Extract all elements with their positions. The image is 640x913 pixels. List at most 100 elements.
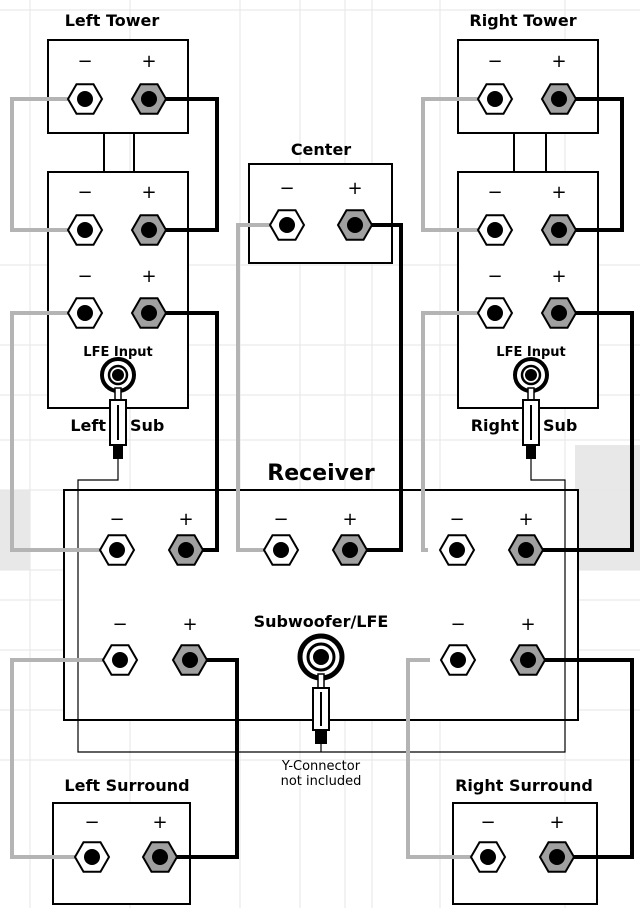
- right-lfe-input-jack: [513, 357, 549, 393]
- right-tower-top-terminals: −+: [476, 51, 578, 115]
- labels: Left Tower Right Tower Center LFE Input …: [64, 11, 592, 795]
- center-label: Center: [291, 140, 351, 159]
- receiver-label: Receiver: [267, 461, 375, 486]
- plus-sign: +: [141, 182, 156, 203]
- minus-sign: −: [77, 182, 92, 203]
- negative-terminal: [73, 841, 111, 873]
- negative-terminal: [469, 841, 507, 873]
- right-surround-label: Right Surround: [455, 776, 593, 795]
- plus-sign: +: [549, 812, 564, 833]
- right-sub-label-right: Sub: [543, 416, 577, 435]
- positive-terminal: [507, 534, 545, 566]
- minus-sign: −: [487, 182, 502, 203]
- minus-sign: −: [487, 51, 502, 72]
- positive-terminal: [540, 83, 578, 115]
- minus-sign: −: [487, 266, 502, 287]
- right-sub-plug: [522, 387, 540, 459]
- left-tower-bottom-1-terminals: −+: [66, 182, 168, 246]
- receiver-front-left-terminals: −+: [98, 509, 205, 566]
- plus-sign: +: [551, 182, 566, 203]
- negative-terminal: [476, 214, 514, 246]
- center-speaker-box: [248, 163, 393, 264]
- y-connector-note: not included: [281, 774, 362, 789]
- left-sub-plug: [109, 387, 127, 459]
- negative-terminal: [476, 297, 514, 329]
- y-connector-label: Y-Connector: [281, 759, 361, 774]
- positive-terminal: [540, 214, 578, 246]
- positive-terminal: [171, 644, 209, 676]
- plus-sign: +: [141, 266, 156, 287]
- minus-sign: −: [450, 614, 465, 635]
- negative-wires: [10, 97, 478, 859]
- right-tower-label: Right Tower: [469, 11, 576, 30]
- negative-terminal: [262, 534, 300, 566]
- positive-terminal: [331, 534, 369, 566]
- positive-terminal: [336, 209, 374, 241]
- tower-connectors: [103, 133, 547, 172]
- positive-terminal: [509, 644, 547, 676]
- minus-sign: −: [77, 51, 92, 72]
- minus-sign: −: [84, 812, 99, 833]
- receiver-surround-right-terminals: −+: [439, 614, 547, 676]
- plus-sign: +: [551, 266, 566, 287]
- negative-terminal: [476, 83, 514, 115]
- minus-sign: −: [279, 178, 294, 199]
- negative-terminal: [268, 209, 306, 241]
- positive-terminal: [167, 534, 205, 566]
- left-surround-terminals: −+: [73, 812, 179, 873]
- right-tower-bottom-1-terminals: −+: [476, 182, 578, 246]
- minus-sign: −: [480, 812, 495, 833]
- right-sub-label-left: Right: [471, 416, 520, 435]
- plus-sign: +: [347, 178, 362, 199]
- right-tower-top-box: [457, 39, 599, 134]
- subwoofer-lfe-label: Subwoofer/LFE: [254, 612, 389, 631]
- center-terminals: −+: [268, 178, 374, 241]
- negative-terminal: [66, 297, 104, 329]
- left-lfe-input-label: LFE Input: [83, 345, 152, 360]
- negative-terminal: [98, 534, 136, 566]
- subwoofer-lfe-jack: [297, 633, 345, 681]
- positive-terminal: [130, 297, 168, 329]
- right-tower-bottom-2-terminals: −+: [476, 266, 578, 329]
- left-tower-top-box: [47, 39, 189, 134]
- right-lfe-input-label: LFE Input: [496, 345, 565, 360]
- subwoofer-y-connector-plug: [312, 673, 330, 744]
- left-sub-label-left: Left: [70, 416, 106, 435]
- positive-terminal: [538, 841, 576, 873]
- minus-sign: −: [273, 509, 288, 530]
- plus-sign: +: [551, 51, 566, 72]
- positive-terminal: [130, 83, 168, 115]
- terminals: −+−+−+−+−+−+−+−+−+−+−+−+−+−+: [66, 51, 578, 873]
- left-lfe-input-jack: [100, 357, 136, 393]
- negative-terminal: [101, 644, 139, 676]
- negative-terminal: [438, 534, 476, 566]
- plus-sign: +: [141, 51, 156, 72]
- receiver-center-terminals: −+: [262, 509, 369, 566]
- negative-terminal: [66, 83, 104, 115]
- right-surround-terminals: −+: [469, 812, 576, 873]
- minus-sign: −: [77, 266, 92, 287]
- plus-sign: +: [178, 509, 193, 530]
- receiver-surround-left-terminals: −+: [101, 614, 209, 676]
- positive-terminal: [130, 214, 168, 246]
- left-tower-bottom-2-terminals: −+: [66, 266, 168, 329]
- plus-sign: +: [520, 614, 535, 635]
- plus-sign: +: [182, 614, 197, 635]
- plus-sign: +: [342, 509, 357, 530]
- left-tower-label: Left Tower: [65, 11, 160, 30]
- plus-sign: +: [152, 812, 167, 833]
- positive-terminal: [141, 841, 179, 873]
- negative-terminal: [439, 644, 477, 676]
- rca-plugs: [109, 387, 540, 744]
- minus-sign: −: [109, 509, 124, 530]
- negative-terminal: [66, 214, 104, 246]
- positive-terminal: [540, 297, 578, 329]
- receiver-front-right-terminals: −+: [438, 509, 545, 566]
- left-tower-top-terminals: −+: [66, 51, 168, 115]
- plus-sign: +: [518, 509, 533, 530]
- left-sub-label-right: Sub: [130, 416, 164, 435]
- lfe-jacks: [100, 357, 549, 681]
- minus-sign: −: [112, 614, 127, 635]
